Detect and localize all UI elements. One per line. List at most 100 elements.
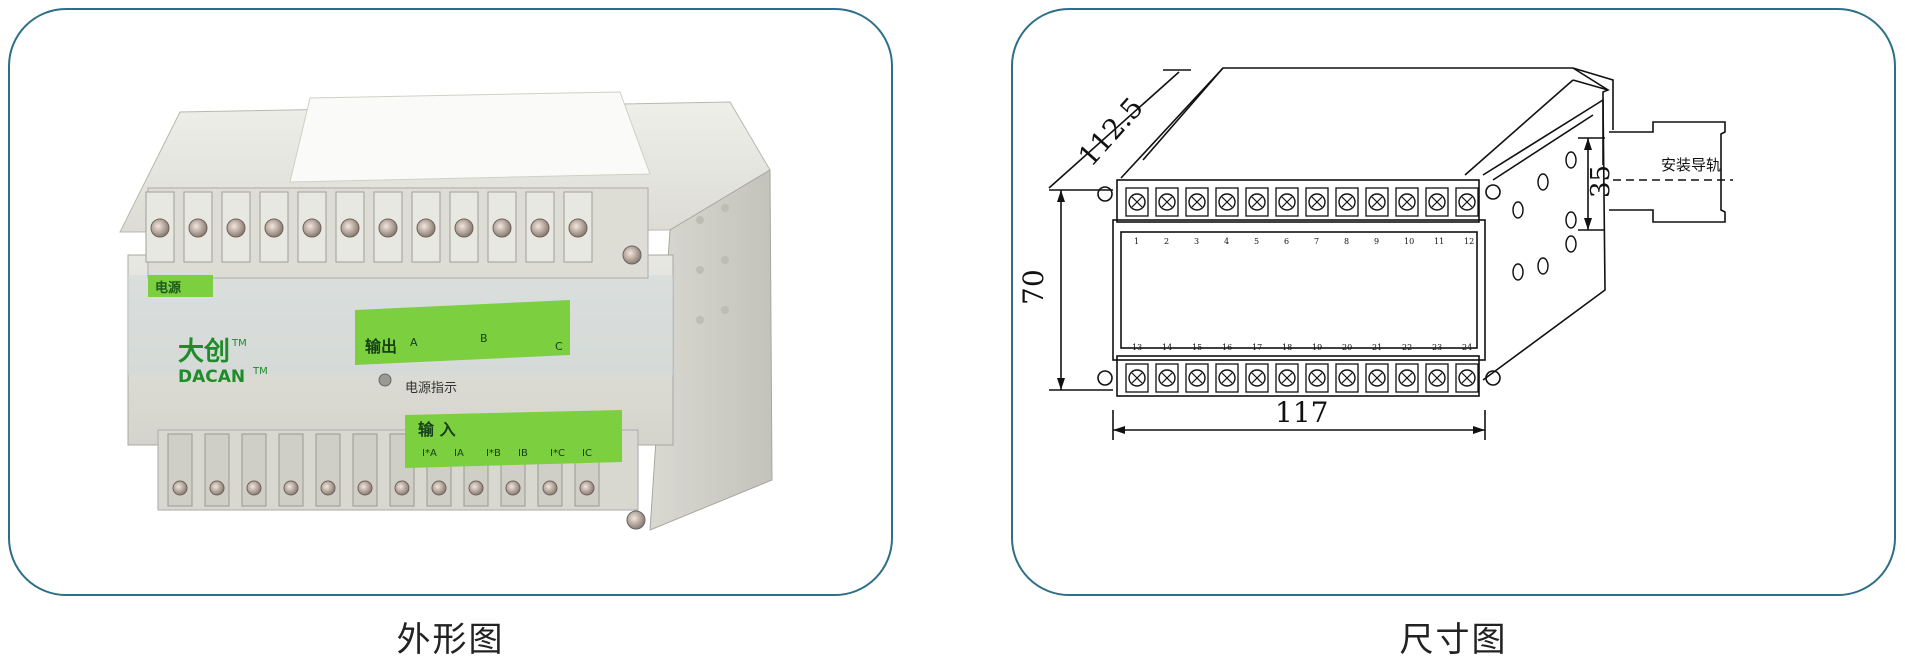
terminal-screw (394, 480, 410, 496)
power-led (378, 373, 392, 387)
terminal-cell (1455, 187, 1479, 217)
input-green-label (405, 410, 622, 468)
brand-en: DACAN (178, 367, 245, 387)
terminal-screw (542, 480, 558, 496)
terminal-number: 3 (1194, 237, 1199, 246)
input-label: 输 入 (418, 420, 456, 439)
input-terminal-label: I*B (486, 448, 501, 459)
terminal-number: 12 (1464, 237, 1474, 246)
left-caption: 外形图 (396, 620, 505, 660)
terminal-cell (1215, 363, 1239, 393)
terminal-screw (530, 218, 550, 238)
input-terminal-label: I*C (550, 448, 565, 459)
terminal-screw (246, 480, 262, 496)
terminal-screw-symbol (1368, 369, 1386, 387)
terminal-cell (1395, 363, 1419, 393)
terminal-cell (1395, 187, 1419, 217)
terminal-screw (340, 218, 360, 238)
terminal-screw (320, 480, 336, 496)
input-terminal-label: IB (518, 448, 528, 459)
terminal-screw (283, 480, 299, 496)
terminal-screw-symbol (1248, 193, 1266, 211)
svg-text:TM: TM (252, 366, 268, 377)
terminal-screw (454, 218, 474, 238)
terminal-number: 6 (1284, 237, 1289, 246)
terminal-number: 15 (1192, 343, 1202, 352)
output-green-label (355, 300, 570, 365)
terminal-screw-symbol (1398, 193, 1416, 211)
terminal-screw (150, 218, 170, 238)
terminal-screw-symbol (1458, 369, 1476, 387)
terminal-number: 18 (1282, 343, 1292, 352)
dim-width: 117 (1275, 396, 1328, 429)
terminal-cell (1275, 187, 1299, 217)
terminal-number: 19 (1312, 343, 1322, 352)
dim-rail: 35 (1586, 165, 1616, 198)
terminal-number: 21 (1372, 343, 1382, 352)
terminal-screw-symbol (1428, 193, 1446, 211)
terminal-cell (1365, 363, 1389, 393)
terminal-number: 10 (1404, 237, 1414, 246)
terminal-cell (1215, 187, 1239, 217)
terminal-screw-symbol (1308, 369, 1326, 387)
terminal-screw-symbol (1128, 369, 1146, 387)
terminal-screw (492, 218, 512, 238)
dim-height: 70 (1017, 269, 1050, 305)
power-green-label (148, 275, 213, 297)
terminal-number: 2 (1164, 237, 1169, 246)
terminal-screw (209, 480, 225, 496)
terminal-screw-symbol (1158, 193, 1176, 211)
output-phase-b: B (480, 332, 488, 345)
terminal-screw-symbol (1218, 193, 1236, 211)
terminal-cell (1185, 187, 1209, 217)
terminal-number: 1 (1134, 237, 1139, 246)
terminal-screw-symbol (1278, 193, 1296, 211)
terminal-number: 24 (1462, 343, 1472, 352)
terminal-cell (1425, 187, 1449, 217)
terminal-screw (357, 480, 373, 496)
rail-label: 安装导轨 (1661, 156, 1721, 174)
terminal-cell (1245, 363, 1269, 393)
terminal-screw-symbol (1338, 369, 1356, 387)
terminal-cell (1335, 363, 1359, 393)
terminal-cell (1455, 363, 1479, 393)
terminal-screw (226, 218, 246, 238)
input-terminal-label: I*A (422, 448, 437, 459)
input-terminal-label: IA (454, 448, 464, 459)
terminal-number: 9 (1374, 237, 1379, 246)
terminal-cell (1125, 363, 1149, 393)
terminal-cell (1155, 187, 1179, 217)
terminal-screw (505, 480, 521, 496)
terminal-cell (1305, 363, 1329, 393)
terminal-number: 13 (1132, 343, 1142, 352)
bottom-terminal-post (315, 433, 341, 507)
terminal-screw (568, 218, 588, 238)
terminal-screw-symbol (1248, 369, 1266, 387)
terminal-screw (302, 218, 322, 238)
output-label: 输出 (365, 337, 397, 356)
terminal-screw (468, 480, 484, 496)
terminal-screw-symbol (1398, 369, 1416, 387)
power-indicator-label: 电源指示 (405, 381, 457, 396)
terminal-number: 5 (1254, 237, 1259, 246)
terminal-screw-symbol (1188, 193, 1206, 211)
terminal-number: 16 (1222, 343, 1232, 352)
terminal-screw-symbol (1218, 369, 1236, 387)
svg-text:TM: TM (231, 338, 247, 349)
terminal-screw (172, 480, 188, 496)
output-phase-a: A (410, 336, 418, 349)
terminal-number: 20 (1342, 343, 1352, 352)
terminal-screw-symbol (1158, 369, 1176, 387)
product-label-sticker (289, 91, 651, 183)
terminal-screw-symbol (1368, 193, 1386, 211)
terminal-number: 8 (1344, 237, 1349, 246)
dimension-drawing: 113214315416517618719820921102211231224 … (1017, 67, 1733, 440)
terminal-screw (188, 218, 208, 238)
terminal-number: 23 (1432, 343, 1442, 352)
terminal-cell (1425, 363, 1449, 393)
terminal-cell (1245, 187, 1269, 217)
terminal-screw-symbol (1338, 193, 1356, 211)
power-label: 电源 (155, 280, 181, 296)
